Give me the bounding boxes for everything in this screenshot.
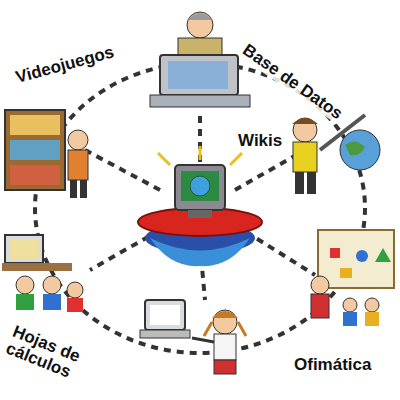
kids-at-board [311,230,394,326]
person-at-bookshelf [5,110,88,198]
category-label: Videojuegos [12,43,118,87]
central-computer [138,146,262,266]
girl-with-computer [140,300,246,374]
category-label: Base de Datos [238,40,347,124]
man-at-computer [150,12,250,107]
category-label: Hojas de cálculos [2,322,91,386]
kids-at-computer [2,235,83,312]
category-label: Ofimática [292,356,373,374]
category-label: Wikis [236,132,284,150]
person-with-pen [292,115,380,194]
